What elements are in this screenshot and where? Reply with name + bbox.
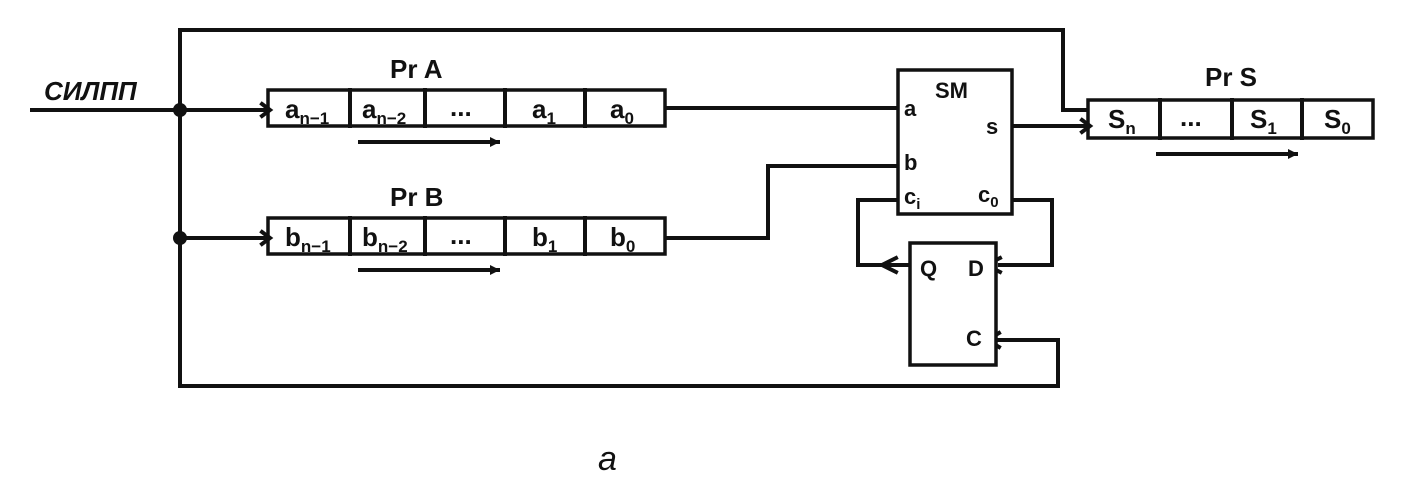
pr-a-cell: a1: [532, 94, 556, 128]
adder-pin-ci: ci: [904, 184, 920, 213]
clock-to-trigger-wire: [178, 338, 1060, 388]
adder-sm: SM a b ci s c0: [896, 68, 1014, 216]
flipflop-frame: [908, 241, 998, 367]
adder-pin-c0: c0: [978, 182, 999, 211]
pr-b-frame: [266, 216, 667, 256]
pr-b-cell: b0: [610, 222, 635, 256]
pr-s-cell: Sn: [1108, 104, 1136, 138]
junction-top: [173, 103, 187, 117]
pr-b-cell: ...: [450, 220, 472, 250]
pr-b-cell: bn−2: [362, 222, 408, 256]
adder-pin-s: s: [986, 114, 998, 139]
arrow-q-icon: [877, 255, 899, 275]
pr-b-clock-icon: [259, 229, 274, 247]
register-pr-a: Pr A an−1 an−2 ... a1 a0: [259, 54, 667, 147]
clock-signal-label: СИЛПП: [44, 76, 138, 106]
flipflop-pin-c: C: [966, 326, 982, 351]
pr-s-cell: ...: [1180, 102, 1202, 132]
pr-a-title: Pr A: [390, 54, 443, 84]
pr-a-frame: [266, 88, 667, 128]
flipflop-pin-d: D: [968, 256, 984, 281]
register-pr-b: Pr B bn−1 bn−2 ... b1 b0: [259, 182, 667, 275]
figure-caption: a: [598, 440, 617, 478]
pr-s-clock-icon: [1079, 117, 1094, 135]
sm-c0-to-d-wire: [998, 198, 1054, 267]
pr-s-cell: S1: [1250, 104, 1277, 138]
pr-s-title: Pr S: [1205, 62, 1257, 92]
flipflop-pin-q: Q: [920, 256, 937, 281]
adder-title: SM: [935, 78, 968, 103]
flipflop-trigger: Q D C: [908, 241, 998, 367]
adder-frame: [896, 68, 1014, 216]
register-pr-s: Pr S Sn ... S1 S0: [1079, 62, 1375, 159]
pr-a-cell: an−1: [285, 94, 329, 128]
pr-a-cell: a0: [610, 94, 634, 128]
adder-pin-a: a: [904, 96, 917, 121]
prb-to-sm-b-wire: [663, 164, 900, 240]
clock-to-prs-wire: [178, 28, 1092, 112]
pr-a-clock-icon: [259, 101, 274, 119]
junction-bottom: [173, 231, 187, 245]
pr-s-cell: S0: [1324, 104, 1351, 138]
pr-a-cell: ...: [450, 92, 472, 122]
pr-b-cell: b1: [532, 222, 557, 256]
pr-b-cell: bn−1: [285, 222, 331, 256]
pr-b-title: Pr B: [390, 182, 443, 212]
adder-pin-b: b: [904, 150, 917, 175]
pr-a-cell: an−2: [362, 94, 406, 128]
